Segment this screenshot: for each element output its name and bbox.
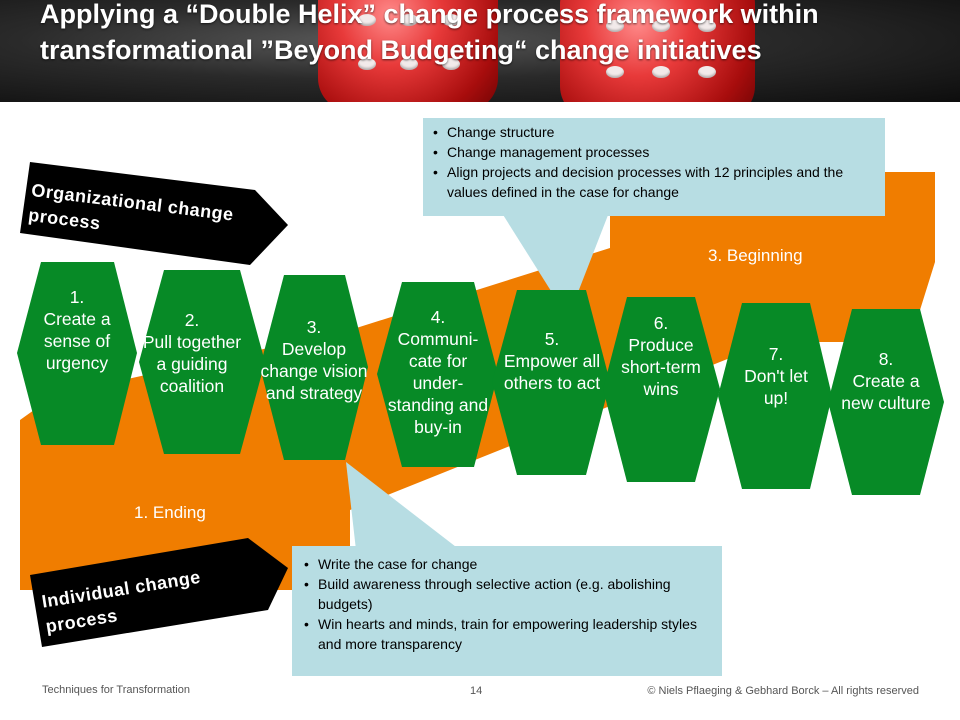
step-1: 1. Create a sense of urgency xyxy=(27,272,127,388)
callout-item: Align projects and decision processes wi… xyxy=(431,162,875,202)
step-3: 3. Develop change vision and strategy xyxy=(260,287,368,433)
step-text: Create a new culture xyxy=(841,371,931,413)
step-text: Develop change vision and strategy xyxy=(260,339,368,403)
step-5: 5. Empower all others to act xyxy=(498,305,606,417)
step-text: Don't let up! xyxy=(744,366,808,408)
title-line-2: transformational ”Beyond Budgeting“ chan… xyxy=(40,35,762,65)
step-4: 4. Communi- cate for under- standing and… xyxy=(382,294,494,450)
callout-top-pointer xyxy=(500,210,610,318)
organizational-process-arrow xyxy=(20,162,288,265)
step-number: 4. xyxy=(430,307,446,327)
callout-item: Win hearts and minds, train for empoweri… xyxy=(302,614,710,654)
step-3-shape xyxy=(260,275,368,460)
step-number: 3. xyxy=(306,317,322,337)
dice-image xyxy=(560,0,755,102)
callout-item: Change management processes xyxy=(431,142,875,162)
step-6: 6. Produce short-term wins xyxy=(605,311,717,401)
zone-ending-label: 1. Ending xyxy=(134,503,206,522)
step-6-shape xyxy=(603,297,720,482)
step-2: 2. Pull together a guiding coalition xyxy=(137,280,247,426)
step-7-shape xyxy=(718,303,832,489)
step-number: 1. xyxy=(69,287,85,307)
callout-item: Build awareness through selective action… xyxy=(302,574,710,614)
zone-beginning-label: 3. Beginning xyxy=(708,246,803,265)
step-7: 7. Don't let up! xyxy=(736,318,816,434)
title-line-1: Applying a “Double Helix” change process… xyxy=(40,0,819,29)
callout-individual: Write the case for change Build awarenes… xyxy=(292,546,722,676)
header-banner: Applying a “Double Helix” change process… xyxy=(0,0,960,102)
step-number: 6. xyxy=(653,313,669,333)
step-8: 8. Create a new culture xyxy=(836,323,936,439)
callout-organizational: Change structure Change management proce… xyxy=(423,118,885,216)
callout-item: Change structure xyxy=(431,122,875,142)
step-number: 7. xyxy=(768,344,784,364)
step-text: Empower all others to act xyxy=(503,351,601,393)
page-number: 14 xyxy=(470,685,483,697)
step-8-shape xyxy=(828,309,944,495)
step-number: 8. xyxy=(878,349,894,369)
step-text: Produce short-term wins xyxy=(621,335,701,399)
step-5-shape xyxy=(492,290,610,475)
individual-process-arrow xyxy=(30,538,288,647)
callout-item: Write the case for change xyxy=(302,554,710,574)
step-text: Pull together a guiding coalition xyxy=(142,332,242,396)
step-2-shape xyxy=(139,270,265,454)
dice-image xyxy=(318,0,498,102)
step-text: Communi- cate for under- standing and bu… xyxy=(387,329,489,437)
callout-bottom-pointer xyxy=(346,462,460,550)
step-1-shape xyxy=(17,262,137,445)
page-title: Applying a “Double Helix” change process… xyxy=(40,0,940,68)
step-number: 2. xyxy=(184,310,200,330)
footer-left: Techniques for Transformation xyxy=(42,684,190,696)
step-4-shape xyxy=(377,282,498,467)
zone-neutral-label: 2. Neutral Zone xyxy=(395,243,513,262)
footer-copyright: © Niels Pflaeging & Gebhard Borck – All … xyxy=(647,685,919,697)
step-number: 5. xyxy=(544,329,560,349)
step-text: Create a sense of urgency xyxy=(43,309,111,373)
